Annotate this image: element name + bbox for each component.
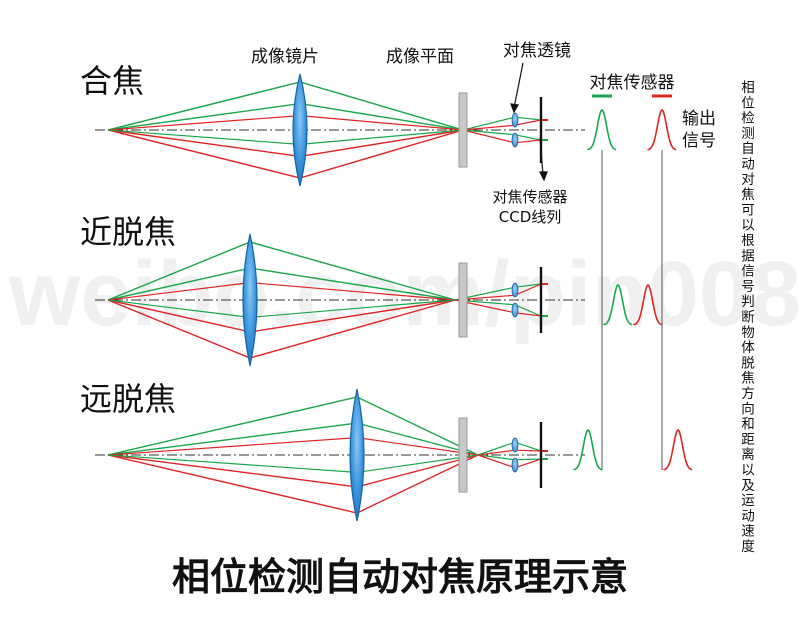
red-ray xyxy=(462,129,542,144)
signal-green-in-focus xyxy=(587,108,617,151)
side-note-char: 焦 xyxy=(741,371,755,387)
green-ray xyxy=(462,116,542,131)
side-note-char: 对 xyxy=(741,172,755,188)
side-note-char: 据 xyxy=(741,248,755,264)
imaging-lens-shape xyxy=(242,233,258,367)
signal-green-near-defocus xyxy=(603,283,633,326)
side-note-char: 和 xyxy=(741,417,755,433)
side-note-char: 判 xyxy=(741,294,755,310)
side-note-char: 以 xyxy=(741,463,755,479)
side-note-char: 动 xyxy=(741,508,755,524)
optics-layer xyxy=(242,73,543,522)
side-note-char: 离 xyxy=(741,446,755,463)
side-note-char: 向 xyxy=(741,401,755,417)
image-plane-shape xyxy=(458,262,468,338)
side-note-char: 脱 xyxy=(741,355,755,371)
side-note-char: 号 xyxy=(741,279,755,295)
signal-green-far-defocus xyxy=(573,428,603,471)
side-note-char: 及 xyxy=(741,478,755,494)
focus-lens-shape xyxy=(511,457,519,473)
label-focus-sensor: 对焦传感器 xyxy=(590,73,675,93)
side-note-char: 自 xyxy=(741,141,755,157)
side-note-char: 度 xyxy=(741,539,755,555)
label-output-line1: 输出 xyxy=(682,109,716,129)
green-ray xyxy=(477,441,542,456)
side-note-char: 根 xyxy=(741,233,755,249)
row-label-in-focus: 合焦 xyxy=(80,62,144,100)
row-label-far-defocus: 远脱焦 xyxy=(80,380,176,418)
diagram-title: 相位检测自动对焦原理示意 xyxy=(172,555,628,599)
label-imaging-lens: 成像镜片 xyxy=(251,47,319,67)
focus-lens-shape xyxy=(511,112,519,128)
signal-red-near-defocus xyxy=(633,283,663,326)
image-plane-shape xyxy=(458,417,468,493)
label-pointers xyxy=(510,62,548,182)
side-note-char: 距 xyxy=(741,432,755,448)
side-note-char: 断 xyxy=(741,310,755,326)
red-ray xyxy=(477,454,542,469)
watermark-text: weibo.com/pin008 xyxy=(8,243,800,345)
label-output-line2: 信号 xyxy=(682,131,716,151)
side-note-char: 体 xyxy=(741,340,755,356)
side-note-char: 测 xyxy=(741,126,755,142)
side-note-char: 可 xyxy=(741,202,755,218)
side-note-char: 焦 xyxy=(741,187,755,203)
side-note-char: 动 xyxy=(741,157,755,173)
side-note-char: 速 xyxy=(741,524,755,540)
side-note-char: 位 xyxy=(741,95,755,111)
label-image-plane: 成像平面 xyxy=(386,47,454,67)
signal-red-in-focus xyxy=(647,108,677,151)
red-ray xyxy=(477,449,542,456)
focus-lens-shape xyxy=(511,132,519,148)
label-sensor-ccd-line1: 对焦传感器 xyxy=(492,188,567,206)
side-note-char: 物 xyxy=(741,325,755,341)
focus-lens-shape xyxy=(511,302,519,318)
row-label-near-defocus: 近脱焦 xyxy=(80,213,176,251)
side-note-char: 检 xyxy=(741,111,755,127)
side-note-char: 以 xyxy=(741,218,755,234)
label-sensor-ccd-line2: CCD线列 xyxy=(499,208,562,226)
side-note-char: 相 xyxy=(741,80,755,96)
image-plane-shape xyxy=(458,92,468,168)
imaging-lens-shape xyxy=(292,73,308,187)
label-focus-lens: 对焦透镜 xyxy=(503,41,571,61)
side-note-char: 运 xyxy=(741,493,755,509)
signals-layer xyxy=(573,108,693,471)
focus-lens-shape xyxy=(511,282,519,298)
green-ray xyxy=(477,454,542,461)
signal-red-far-defocus xyxy=(663,428,693,471)
side-note-char: 信 xyxy=(741,264,755,280)
red-ray xyxy=(462,119,542,131)
red-ray xyxy=(107,454,479,514)
green-ray xyxy=(462,129,542,141)
focus-lens-shape xyxy=(511,437,519,453)
side-note-char: 方 xyxy=(741,386,755,402)
imaging-lens-shape xyxy=(349,388,365,522)
